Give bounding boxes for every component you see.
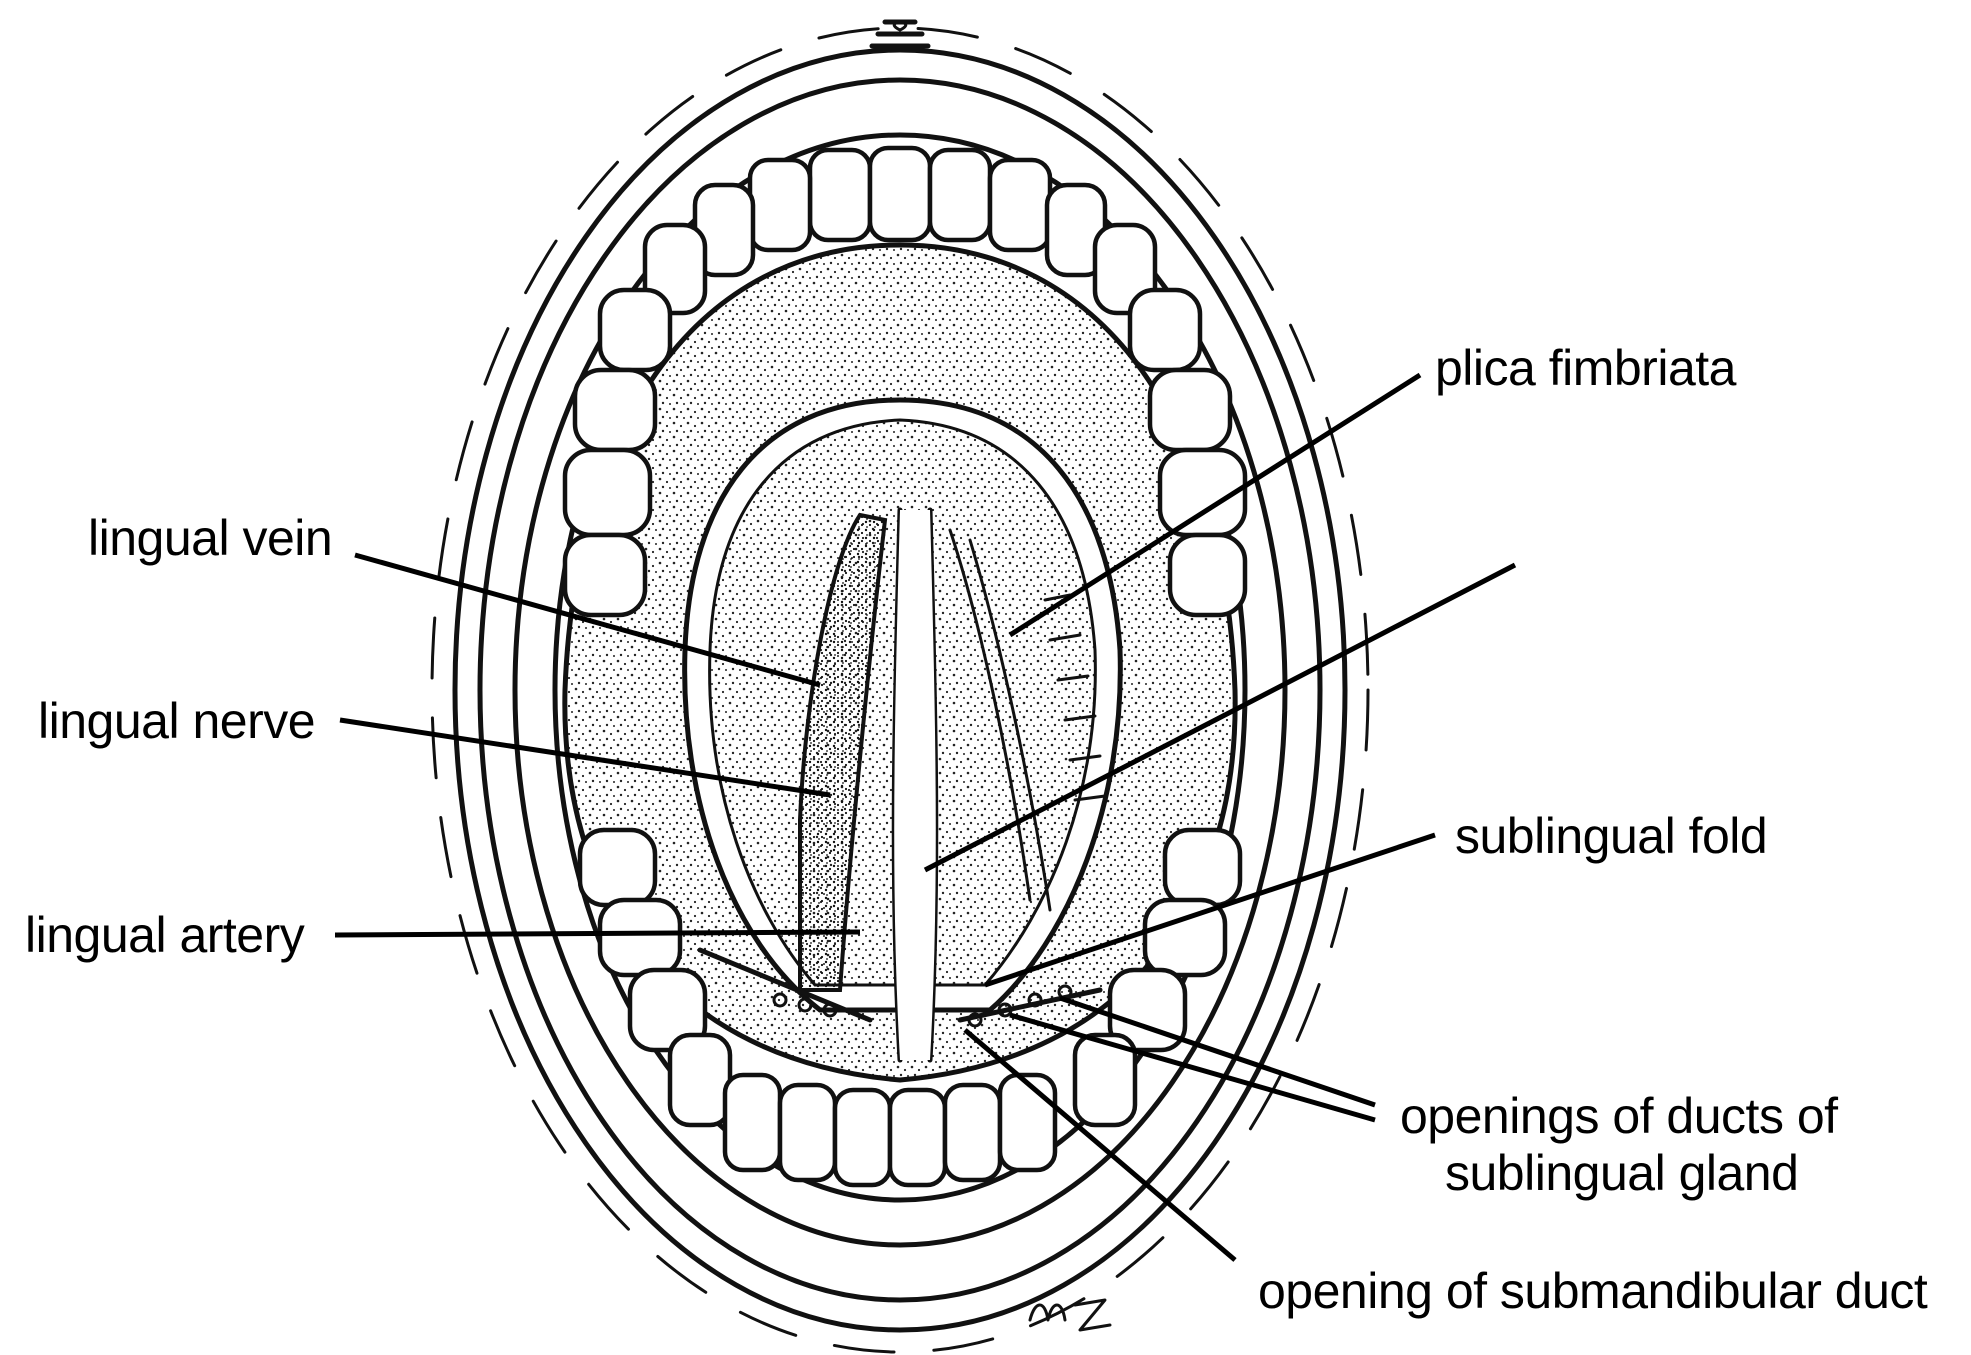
- leader-ducts-1: [1059, 995, 1376, 1108]
- label-submandibular-duct: opening of submandibular duct: [1258, 1263, 1928, 1319]
- leader-lingual-artery: [334, 929, 861, 938]
- plica-fimbriata-line: [948, 528, 1052, 912]
- leader-sublingual-fold: [984, 832, 1436, 988]
- leader-lingual-nerve: [339, 717, 831, 798]
- label-sublingual-fold: sublingual fold: [1455, 808, 1767, 864]
- leader-lingual-vein: [354, 552, 821, 688]
- fringe-ticks: [1043, 593, 1107, 802]
- leader-submandibular: [963, 1028, 1237, 1262]
- label-lingual-nerve: lingual nerve: [38, 693, 315, 749]
- lower-teeth: [577, 827, 1243, 1188]
- leader-ducts-2: [1009, 1012, 1376, 1123]
- lips-outline: [430, 19, 1370, 1354]
- frenulum-fill: [894, 510, 936, 1060]
- leader-plica-fimbriata: [1008, 372, 1422, 638]
- leader-lines: [334, 372, 1517, 1262]
- label-lingual-artery: lingual artery: [25, 907, 305, 963]
- labels: lingual vein lingual nerve lingual arter…: [25, 340, 1928, 1319]
- label-plica-fimbriata: plica fimbriata: [1435, 340, 1737, 396]
- label-lingual-vein: lingual vein: [88, 510, 332, 566]
- upper-teeth: [562, 145, 1248, 618]
- sublingual-fold-left: [697, 947, 873, 1023]
- leader-frenulum: [923, 562, 1517, 873]
- lingual-vessels: [798, 512, 888, 992]
- artist-signature: [1028, 1298, 1112, 1332]
- label-openings-ducts-line1: openings of ducts of: [1400, 1088, 1838, 1144]
- label-openings-ducts-line2: sublingual gland: [1445, 1145, 1798, 1201]
